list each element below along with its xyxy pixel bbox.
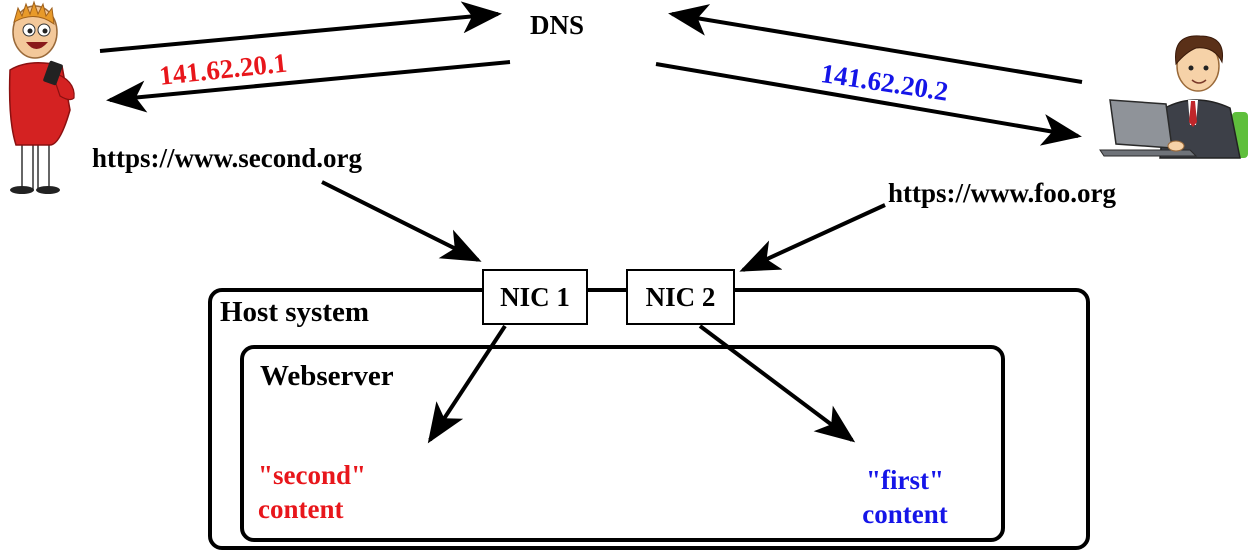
first-content-line2: content [862,499,948,529]
second-content-label: "second" content [258,458,366,526]
arrow-nic2-to-first-content [698,324,856,443]
arrow-foo-to-nic2 [739,203,886,272]
nic-2-label: NIC 2 [645,282,716,312]
url-second: https://www.second.org [92,143,363,173]
nic-2-box [626,269,735,325]
arrow-second-to-nic1 [321,180,482,262]
second-content-line2: content [258,494,344,524]
first-content-label: "first" content [850,463,960,531]
nic-1-label: NIC 1 [500,282,570,312]
webserver-title: Webserver [260,360,394,392]
nic-1-box [482,269,588,325]
second-content-line1: "second" [258,460,366,490]
arrow-nic1-to-second-content [427,324,507,444]
url-foo: https://www.foo.org [888,178,1116,208]
arrow-dns-to-right [655,62,1082,146]
first-content-line1: "first" [866,465,944,495]
arrow-right-to-dns [668,4,1083,84]
host-system-title: Host system [220,296,370,328]
arrow-left-to-dns [99,1,502,53]
businessman-with-laptop-icon [1099,35,1248,159]
arrow-dns-to-left [106,60,511,113]
webserver-box [240,345,1005,542]
boy-with-phone-icon [8,0,75,194]
dns-label: DNS [530,10,585,40]
